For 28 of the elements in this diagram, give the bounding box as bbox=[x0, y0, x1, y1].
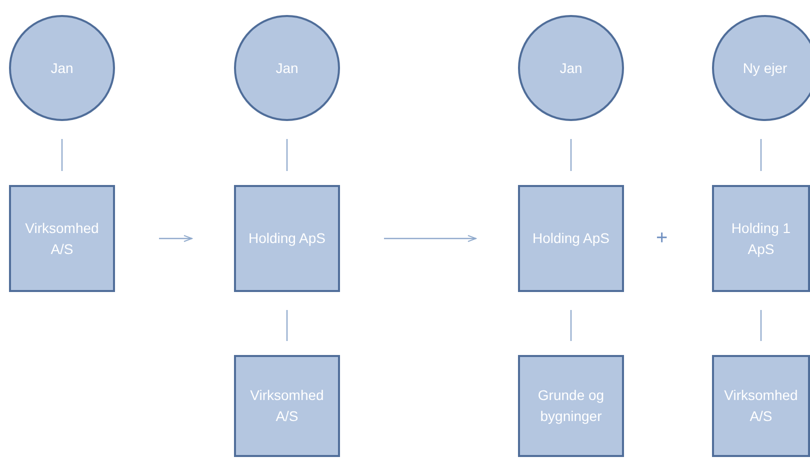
connector-line bbox=[570, 310, 572, 341]
node-label: Grunde og bygninger bbox=[536, 386, 606, 426]
plus-sign: + bbox=[656, 228, 668, 248]
entity-box bbox=[9, 185, 115, 292]
node-label: Holding ApS bbox=[248, 229, 326, 248]
node-label: Jan bbox=[276, 58, 298, 78]
connector-line bbox=[286, 139, 288, 171]
arrow bbox=[159, 235, 192, 242]
node-label: Jan bbox=[50, 58, 74, 78]
connector-line bbox=[760, 139, 762, 171]
entity-box bbox=[234, 355, 340, 457]
node-label: Virksomhed A/S bbox=[24, 218, 100, 258]
connector-line bbox=[286, 310, 288, 341]
node-label: Holding ApS bbox=[532, 229, 610, 248]
arrow bbox=[384, 235, 476, 242]
node-label: Jan bbox=[560, 58, 582, 78]
node-label: Holding 1 ApS bbox=[730, 218, 792, 259]
connector-line bbox=[570, 139, 572, 171]
node-label: Virksomhed A/S bbox=[249, 386, 325, 426]
entity-box bbox=[518, 355, 624, 457]
node-label: Virksomhed A/S bbox=[723, 386, 799, 426]
entity-box bbox=[518, 185, 624, 292]
node-label: Ny ejer bbox=[742, 58, 788, 78]
connector-line bbox=[760, 310, 762, 341]
connector-line bbox=[61, 139, 63, 171]
entity-box bbox=[234, 185, 340, 292]
entity-box bbox=[712, 355, 810, 457]
entity-box bbox=[712, 185, 810, 292]
